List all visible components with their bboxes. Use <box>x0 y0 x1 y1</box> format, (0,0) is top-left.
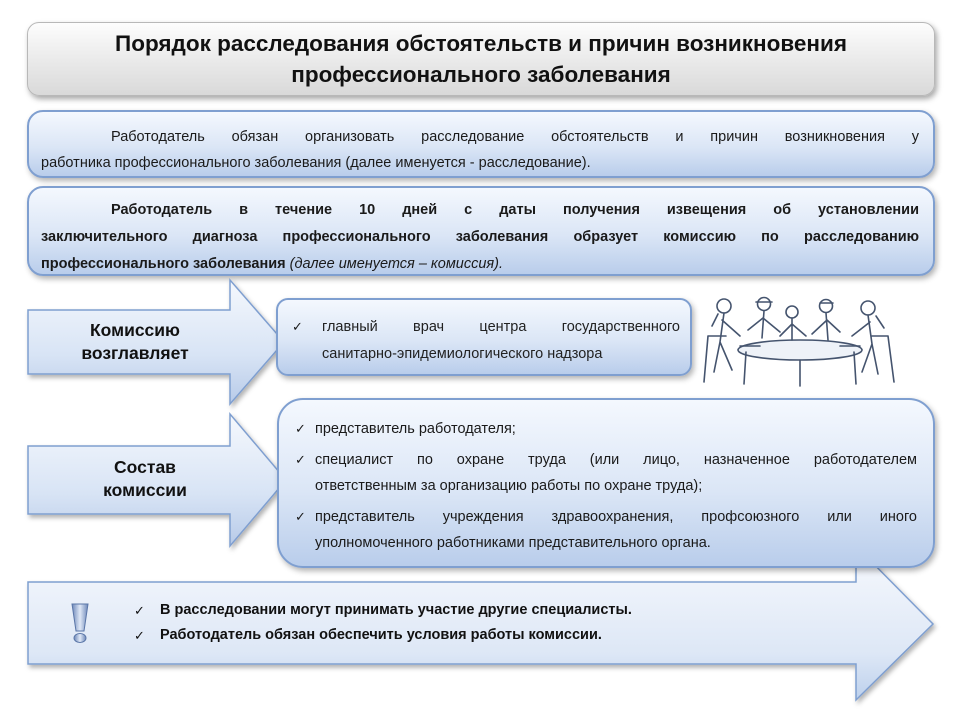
composition-item: ✓ представитель учреждения здравоохранен… <box>295 504 917 556</box>
checkmark-icon: ✓ <box>295 452 306 467</box>
head-arrow <box>27 277 285 407</box>
commission-formation-line-3-italic: (далее именуется – комиссия). <box>289 256 504 272</box>
employer-duty-box: Работодатель обязан организовать расслед… <box>27 110 935 178</box>
head-item-line-1: главный врач центра государственного <box>322 319 680 335</box>
composition-item: ✓ специалист по охране труда (или лицо, … <box>295 447 917 499</box>
commission-formation-line-3: профессионального заболевания (далее име… <box>41 251 919 278</box>
commission-formation-line-3-bold: профессионального заболевания <box>41 256 286 272</box>
commission-formation-line-1: Работодатель в течение 10 дней с даты по… <box>111 202 919 218</box>
composition-item-3-line-1: представитель учреждения здравоохранения… <box>315 509 917 525</box>
checkmark-icon: ✓ <box>292 319 303 334</box>
notes-item: ✓ Работодатель обязан обеспечить условия… <box>134 623 632 648</box>
composition-label-line-1: Состав <box>114 457 176 477</box>
notes-arrow <box>27 544 935 702</box>
notes-item-2: Работодатель обязан обеспечить условия р… <box>160 627 602 643</box>
head-item: ✓ главный врач центра государственного с… <box>292 314 680 368</box>
employer-duty-line-1: Работодатель обязан организовать расслед… <box>111 129 919 145</box>
commission-formation-box: Работодатель в течение 10 дней с даты по… <box>27 186 935 276</box>
employer-duty-line-2: работника профессионального заболевания … <box>41 155 591 171</box>
head-box: ✓ главный врач центра государственного с… <box>276 298 692 376</box>
composition-box: ✓ представитель работодателя; ✓ специали… <box>277 398 935 568</box>
notes-item: ✓ В расследовании могут принимать участи… <box>134 598 632 623</box>
page-title: Порядок расследования обстоятельств и пр… <box>27 22 935 96</box>
head-label-line-1: Комиссию <box>89 320 180 340</box>
checkmark-icon: ✓ <box>295 421 306 436</box>
composition-label: Состав комиссии <box>40 456 250 502</box>
head-label: Комиссию возглавляет <box>40 319 230 365</box>
checkmark-icon: ✓ <box>134 603 145 618</box>
title-line-2: профессионального заболевания <box>291 62 671 87</box>
composition-arrow <box>27 411 287 549</box>
composition-label-line-2: комиссии <box>103 480 187 500</box>
commission-formation-line-2: заключительного диагноза профессионально… <box>41 229 919 245</box>
head-item-line-2: санитарно-эпидемиологического надзора <box>322 346 603 362</box>
composition-item: ✓ представитель работодателя; <box>295 416 917 442</box>
composition-item-3-line-2: уполномоченного работниками представител… <box>315 535 711 551</box>
notes-list: ✓ В расследовании могут принимать участи… <box>134 598 632 648</box>
exclamation-icon <box>71 603 89 643</box>
notes-item-1: В расследовании могут принимать участие … <box>160 602 632 618</box>
composition-item-2-line-1: специалист по охране труда (или лицо, на… <box>315 452 917 468</box>
title-line-1: Порядок расследования обстоятельств и пр… <box>115 31 847 56</box>
head-label-line-2: возглавляет <box>81 343 189 363</box>
composition-item-2-line-2: ответственным за организацию работы по о… <box>315 478 703 494</box>
checkmark-icon: ✓ <box>295 509 306 524</box>
checkmark-icon: ✓ <box>134 628 145 643</box>
meeting-clipart <box>703 296 895 387</box>
composition-item-1-line-1: представитель работодателя; <box>315 421 516 437</box>
